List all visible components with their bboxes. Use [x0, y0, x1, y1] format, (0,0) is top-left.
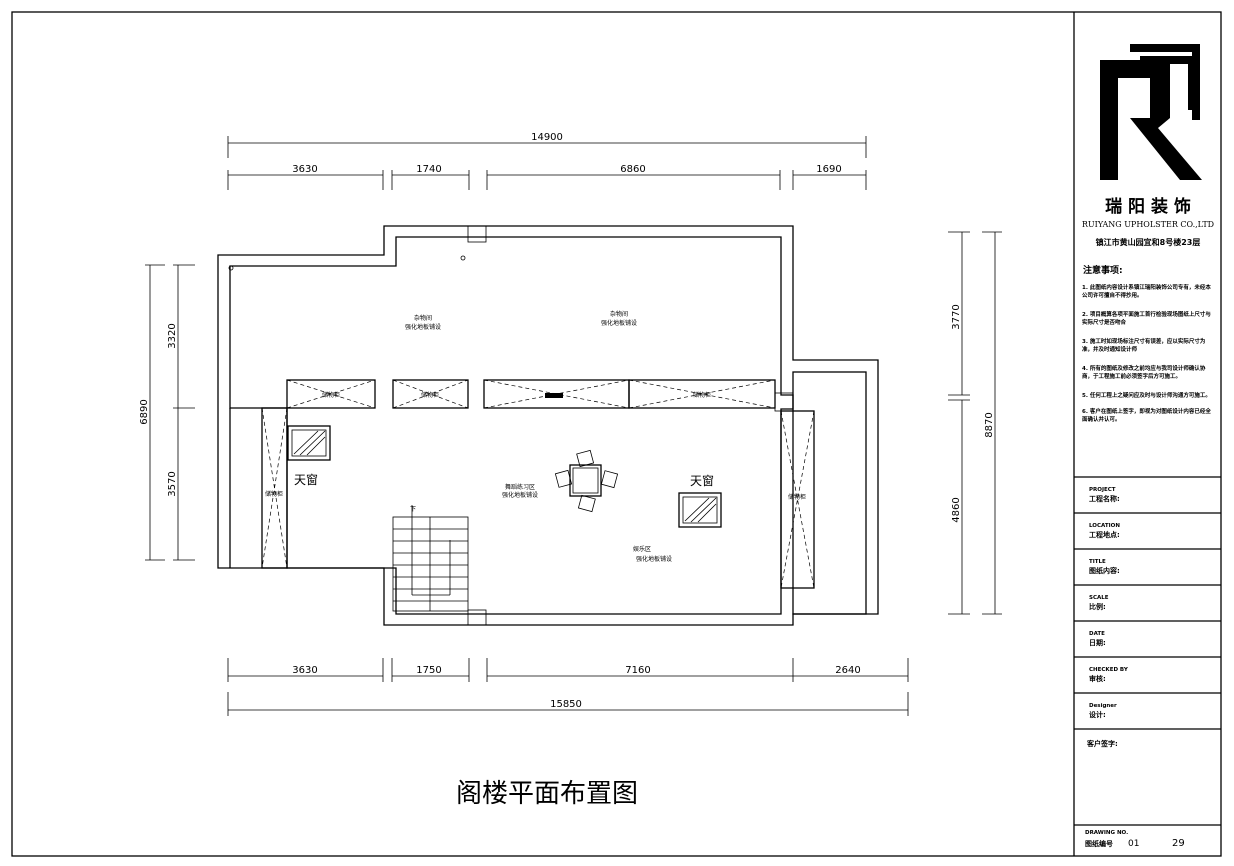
field-cn: 日期: [1089, 638, 1106, 647]
dim-right-total: 8870 [984, 412, 995, 437]
notes-list: 1. 此图纸内容设计系镇江瑞阳装饰公司专有，未经本公司许可擅自不得抄用。 2. … [1082, 284, 1214, 424]
drawing-no: 01 [1128, 839, 1139, 849]
title-block-fields: PROJECT 工程名称: LOCATION 工程地点: TITLE 图纸内容:… [1085, 487, 1185, 849]
field-cn: 工程地点: [1089, 530, 1120, 539]
room-floor: 强化地板铺设 [636, 555, 672, 563]
cabinet-label: 储物柜 [693, 391, 711, 399]
drawing-no-en: DRAWING NO. [1085, 830, 1128, 836]
room-labels: 杂物间 强化地板铺设 杂物间 强化地板铺设 舞蹈练习区 强化地板铺设 娱乐区 强… [405, 310, 672, 563]
skylight-left: 天窗 [287, 425, 331, 487]
page-number: 29 [1172, 838, 1185, 849]
note-item: 1. 此图纸内容设计系镇江瑞阳装饰公司专有，未经本公司许可擅自不得抄用。 [1082, 285, 1211, 299]
dim-right: 4860 [951, 497, 962, 522]
field-en: Designer [1089, 703, 1117, 709]
field-cn: 审核: [1089, 674, 1106, 683]
note-item: 4. 所有的图纸及修改之前均应与我司设计师确认协商，于工程施工前必须签字后方可施… [1082, 366, 1206, 380]
notes-title: 注意事项: [1083, 264, 1123, 276]
cabinets: 储物柜 储物柜 储物柜 储物柜 储物柜 [261, 379, 815, 589]
room-name: 杂物间 [414, 314, 432, 322]
company-address: 镇江市黄山园宜和8号楼23层 [1096, 237, 1201, 247]
field-en: CHECKED BY [1089, 667, 1129, 673]
field-cn: 比例: [1089, 602, 1106, 611]
walls [217, 225, 879, 626]
drawing-no-cn: 图纸编号 [1085, 839, 1113, 848]
room-name: 舞蹈练习区 [505, 483, 535, 491]
room-floor: 强化地板铺设 [601, 319, 637, 327]
skylight-label: 天窗 [690, 474, 714, 488]
dim-top: 6860 [620, 164, 645, 175]
skylight-right: 天窗 [678, 474, 722, 528]
dim-left: 3570 [167, 471, 178, 496]
dim-left: 3320 [167, 323, 178, 348]
dim-top: 3630 [292, 164, 317, 175]
field-en: SCALE [1089, 595, 1109, 601]
cabinet-label: 储物柜 [788, 493, 806, 501]
room-name: 娱乐区 [633, 545, 651, 553]
dim-bottom: 3630 [292, 665, 317, 676]
title-block-rows [1074, 476, 1221, 826]
company-name-cn: 瑞 阳 装 饰 [1105, 196, 1191, 217]
stair-direction-label: 下 [410, 506, 416, 513]
cabinet-label: 储物柜 [421, 391, 439, 399]
dim-bottom: 2640 [835, 665, 860, 676]
field-en: LOCATION [1089, 523, 1120, 529]
dim-top: 1740 [416, 164, 441, 175]
company-name-en: RUIYANG UPHOLSTER CO.,LTD [1082, 220, 1214, 229]
dim-top: 1690 [816, 164, 841, 175]
field-en: DATE [1089, 631, 1105, 637]
note-item: 6. 客户在图纸上签字，即视为对图纸设计内容已经全面确认并认可。 [1082, 409, 1211, 423]
field-en: TITLE [1089, 559, 1106, 565]
cabinet-label: 储物柜 [322, 391, 340, 399]
dim-top-total: 14900 [531, 132, 563, 143]
note-item: 2. 项目概算各项平面施工首行检验现场图纸上尺寸与实际尺寸是否吻合 [1082, 312, 1211, 326]
room-floor: 强化地板铺设 [502, 491, 538, 499]
stairs: 下 [392, 505, 469, 612]
company-logo [1100, 44, 1202, 180]
drawing-title: 阁楼平面布置图 [456, 779, 638, 809]
skylight-label: 天窗 [294, 473, 318, 487]
table-with-chairs [554, 449, 619, 513]
dim-bottom: 1750 [416, 665, 441, 676]
room-name: 杂物间 [610, 310, 628, 318]
dimension-values: 14900 3630 1740 6860 1690 3630 1750 7160… [139, 132, 995, 710]
field-en: PROJECT [1089, 487, 1116, 493]
dim-bottom-total: 15850 [550, 699, 582, 710]
field-cn: 设计: [1089, 710, 1106, 719]
note-item: 5. 任何工程上之疑问应及时与设计师沟通方可施工。 [1082, 393, 1211, 399]
dim-left-total: 6890 [139, 399, 150, 424]
sheet-border [11, 11, 1222, 857]
dimension-lines [145, 136, 1002, 716]
dim-bottom: 7160 [625, 665, 650, 676]
dim-right: 3770 [951, 304, 962, 329]
field-cn: 图纸内容: [1089, 566, 1120, 575]
cabinet-label: 储物柜 [265, 490, 283, 498]
field-cn: 工程名称: [1089, 494, 1120, 503]
note-item: 3. 施工时如现场标注尺寸有误差，应以实际尺寸为准，并及时通知设计师 [1082, 339, 1206, 353]
client-signature-label: 客户签字: [1086, 739, 1118, 748]
room-floor: 强化地板铺设 [405, 323, 441, 331]
